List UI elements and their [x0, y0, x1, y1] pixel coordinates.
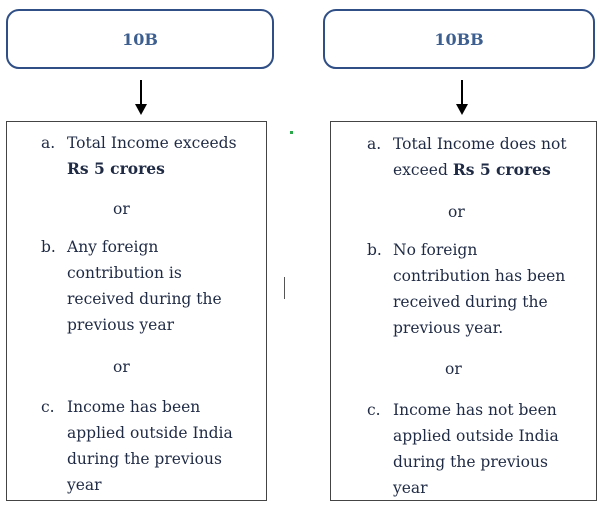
criterion-a: a. Total Income does not exceed Rs 5 cro…	[367, 135, 567, 179]
down-arrow-icon	[135, 80, 147, 115]
or-label: or	[113, 358, 130, 376]
criterion-b: b. No foreign contribution has been rece…	[367, 241, 566, 337]
or-label: or	[448, 203, 465, 221]
criterion-b: b. Any foreign contribution is received …	[41, 238, 222, 334]
or-label: or	[113, 200, 130, 218]
header-box-10bb: 10BB	[323, 9, 595, 69]
header-label: 10BB	[434, 29, 484, 49]
down-arrow-icon	[456, 80, 468, 115]
criteria-panel-10bb: a. Total Income does not exceed Rs 5 cro…	[330, 121, 597, 501]
criterion-a: a. Total Income exceeds Rs 5 crores	[41, 134, 237, 178]
criteria-panel-10b: a. Total Income exceeds Rs 5 crores or b…	[6, 121, 267, 501]
header-box-10b: 10B	[6, 9, 274, 69]
criterion-c: c. Income has been applied outside India…	[41, 398, 233, 494]
divider-mark	[284, 277, 285, 299]
criterion-c: c. Income has not been applied outside I…	[367, 401, 559, 497]
or-label: or	[445, 360, 462, 378]
header-label: 10B	[122, 29, 158, 49]
decorative-dot	[290, 131, 293, 134]
